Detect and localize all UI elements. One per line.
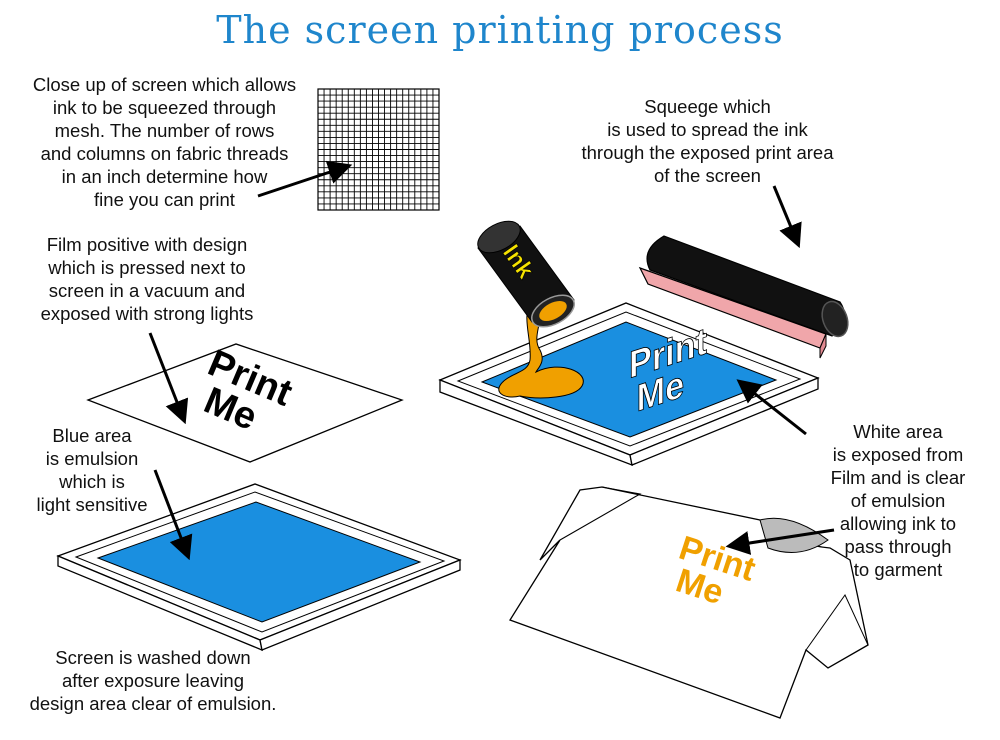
tshirt: Print Me	[509, 486, 869, 719]
caption-emulsion: Blue area is emulsion which is light sen…	[22, 424, 162, 516]
caption-white-area-line: allowing ink to	[839, 513, 957, 534]
caption-film-line: exposed with strong lights	[40, 303, 254, 324]
caption-white-area-line: is exposed from	[832, 444, 964, 465]
caption-white-area-line: to garment	[853, 559, 943, 580]
arrow-to-mesh	[257, 160, 353, 198]
caption-mesh-line: Close up of screen which allows	[32, 74, 297, 95]
caption-mesh-line: in an inch determine how	[61, 166, 268, 187]
caption-squeegee-line: of the screen	[654, 165, 761, 186]
caption-washed: Screen is washed down after exposure lea…	[8, 646, 298, 715]
caption-mesh-line: fine you can print	[94, 189, 235, 210]
caption-mesh-line: and columns on fabric threads	[40, 143, 289, 164]
caption-white-area-line: of emulsion	[850, 490, 946, 511]
arrow-to-white-area	[736, 379, 807, 436]
arrow-to-garment	[725, 528, 835, 555]
mesh-closeup	[317, 88, 440, 211]
caption-emulsion-line: light sensitive	[36, 494, 148, 515]
caption-white-area: White area is exposed from Film and is c…	[812, 420, 984, 581]
squeegee	[638, 235, 849, 359]
ink-can: Ink	[477, 220, 575, 328]
caption-white-area-line: White area	[853, 421, 943, 442]
arrow-to-emulsion	[153, 469, 193, 561]
caption-film-line: Film positive with design	[46, 234, 248, 255]
caption-squeegee-line: is used to spread the ink	[607, 119, 808, 140]
exposed-emulsion-area	[480, 321, 778, 438]
ink-pour	[498, 299, 584, 399]
caption-film-line: which is pressed next to	[48, 257, 246, 278]
caption-emulsion-line: Blue area	[52, 425, 132, 446]
page-title: The screen printing process	[216, 8, 784, 52]
arrow-to-squeegee	[772, 185, 802, 249]
caption-film-line: screen in a vacuum and	[48, 280, 246, 301]
caption-mesh-line: ink to be squeezed through	[52, 97, 277, 118]
caption-washed-line: Screen is washed down	[55, 647, 251, 668]
caption-squeegee-line: through the exposed print area	[581, 142, 834, 163]
caption-mesh-line: mesh. The number of rows	[54, 120, 275, 141]
caption-white-area-line: Film and is clear	[830, 467, 966, 488]
caption-washed-line: after exposure leaving	[61, 670, 245, 691]
caption-washed-line: design area clear of emulsion.	[29, 693, 277, 714]
caption-white-area-line: pass through	[844, 536, 952, 557]
callout-arrows	[148, 160, 835, 561]
caption-emulsion-line: is emulsion	[45, 448, 139, 469]
exposed-screen-frame: Print Me	[438, 302, 820, 467]
arrow-to-film	[148, 332, 189, 425]
caption-squeegee: Squeege which is used to spread the ink …	[560, 95, 855, 187]
caption-mesh: Close up of screen which allows ink to b…	[12, 73, 317, 211]
caption-film: Film positive with design which is press…	[12, 233, 282, 325]
caption-squeegee-line: Squeege which	[644, 96, 771, 117]
caption-emulsion-line: which is	[59, 471, 125, 492]
